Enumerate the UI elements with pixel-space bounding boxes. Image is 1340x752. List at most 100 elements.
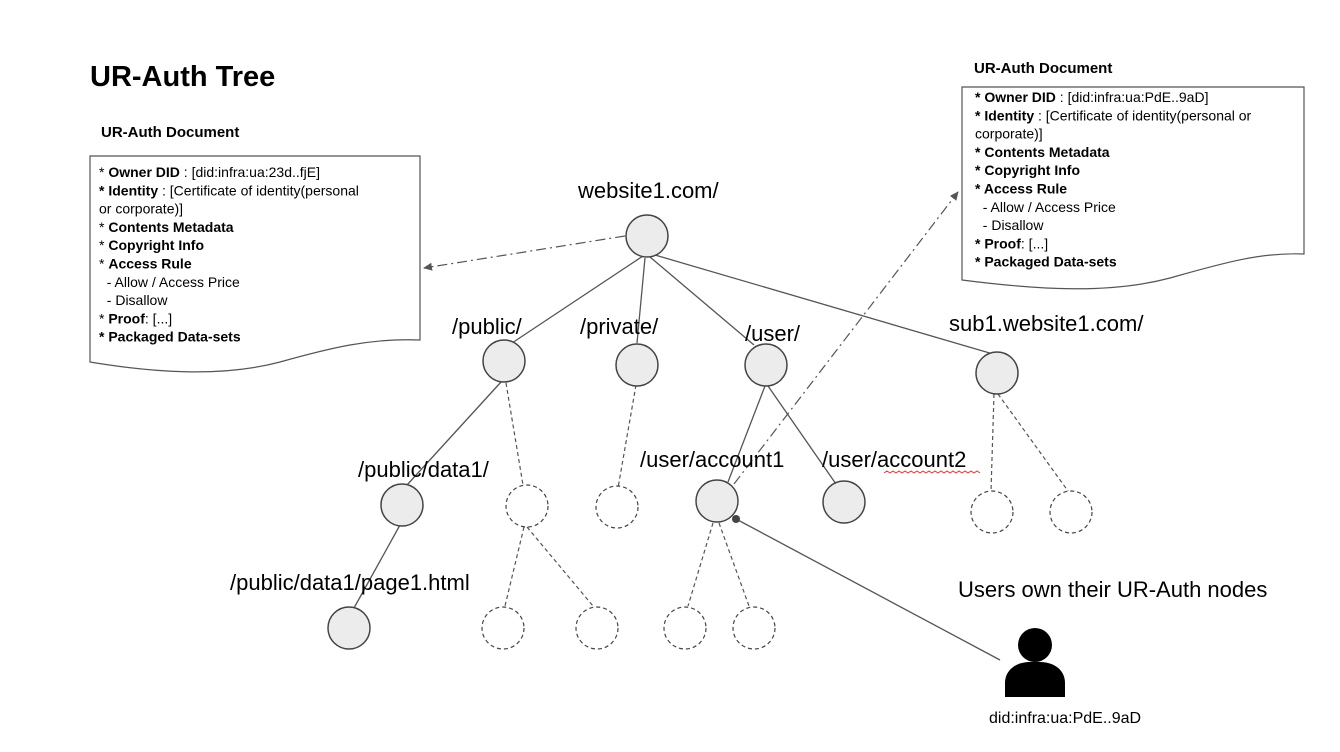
doc-text-segment: corporate)] — [975, 126, 1043, 142]
label-account1: /user/account1 — [640, 447, 784, 472]
doc-text-segment: Copyright Info — [984, 162, 1080, 178]
edge-dashed — [526, 526, 594, 607]
node-root — [625, 214, 669, 258]
node-sub1 — [975, 351, 1019, 395]
doc-text-segment: * — [975, 235, 984, 251]
label-page1: /public/data1/page1.html — [230, 570, 470, 595]
doc-text-segment: Access Rule — [984, 181, 1067, 197]
doc-text-segment: : [did:infra:ua:PdE..9aD] — [1056, 89, 1209, 105]
edge-public-data1 — [406, 381, 502, 486]
ur-auth-document-left: UR-Auth Document * Owner DID : [did:infr… — [89, 124, 421, 373]
caption-users-own: Users own their UR-Auth nodes — [958, 577, 1267, 602]
label-sub1: sub1.website1.com/ — [949, 311, 1144, 336]
edge-root-sub1 — [654, 254, 994, 355]
edge-dashed — [997, 393, 1069, 492]
node-page1 — [327, 606, 371, 650]
doc-text-segment: * — [99, 164, 108, 180]
link-account1-to-doc-right — [733, 191, 959, 485]
node-placeholder — [575, 606, 619, 650]
doc-text-segment: * — [99, 219, 108, 235]
node-labels: website1.com/ /public/ /private/ /user/ … — [230, 178, 1144, 595]
user-icon — [1005, 628, 1065, 697]
doc-right-body: * Owner DID : [did:infra:ua:PdE..9aD] * I… — [975, 89, 1252, 270]
doc-text-segment: Contents Metadata — [984, 144, 1109, 160]
edge-root-private — [636, 257, 646, 344]
label-user: /user/ — [745, 321, 801, 346]
node-account2 — [822, 480, 866, 524]
doc-text-segment: - Disallow — [975, 217, 1044, 233]
doc-text-segment: * — [975, 162, 984, 178]
label-account2: /user/account2 — [822, 447, 966, 472]
node-account1 — [695, 479, 739, 523]
label-public: /public/ — [452, 314, 523, 339]
spellcheck-underline — [883, 470, 981, 474]
doc-text-segment: : [Certificate of identity(personal — [158, 182, 359, 198]
user-did-label: did:infra:ua:PdE..9aD — [989, 710, 1141, 727]
doc-text-segment: Packaged Data-sets — [984, 254, 1117, 270]
node-placeholder — [732, 606, 776, 650]
placeholder-nodes — [481, 484, 1093, 650]
node-placeholder — [481, 606, 525, 650]
edge-data1-page1 — [353, 524, 401, 609]
node-user — [744, 343, 788, 387]
doc-text-segment: * — [975, 89, 984, 105]
tree-edges — [353, 254, 1001, 661]
doc-text-segment: Proof — [984, 235, 1021, 251]
doc-text-segment: - Allow / Access Price — [99, 274, 240, 290]
tree-nodes — [327, 214, 1019, 650]
doc-text-segment: * — [99, 310, 108, 326]
doc-text-segment: : [...] — [145, 310, 172, 326]
node-public — [482, 339, 526, 383]
doc-text-segment: * — [99, 237, 108, 253]
node-placeholder — [663, 606, 707, 650]
edge-user-account2 — [767, 385, 837, 485]
doc-text-segment: Copyright Info — [108, 237, 204, 253]
page-title: UR-Auth Tree — [90, 61, 275, 93]
node-placeholder — [505, 484, 549, 528]
ur-auth-document-right: UR-Auth Document * Owner DID : [did:infr… — [961, 60, 1305, 290]
doc-text-segment: Contents Metadata — [108, 219, 233, 235]
doc-right-title: UR-Auth Document — [974, 60, 1112, 77]
doc-text-segment: Access Rule — [108, 256, 191, 272]
doc-text-segment: * — [99, 256, 108, 272]
placeholder-edges — [504, 382, 1069, 607]
edge-dashed — [687, 522, 714, 607]
edge-dashed — [617, 384, 637, 489]
connector-dot — [732, 515, 740, 523]
label-root: website1.com/ — [577, 178, 720, 203]
doc-text-segment: Packaged Data-sets — [108, 329, 241, 345]
doc-left-title: UR-Auth Document — [101, 124, 239, 141]
doc-text-segment: * — [975, 144, 984, 160]
node-placeholder — [595, 485, 639, 529]
label-private: /private/ — [580, 314, 659, 339]
doc-text-segment: * — [975, 254, 984, 270]
node-placeholder — [1049, 490, 1093, 534]
document-links — [423, 191, 959, 485]
edge-root-public — [511, 255, 644, 344]
edge-user-account1 — [727, 385, 766, 483]
doc-left-body: * Owner DID : [did:infra:ua:23d..fjE]* I… — [99, 164, 359, 345]
doc-text-segment: Owner DID — [984, 89, 1056, 105]
doc-text-segment: * — [99, 182, 108, 198]
label-public-data1: /public/data1/ — [358, 457, 490, 482]
doc-text-segment: * — [99, 329, 108, 345]
doc-text-segment: Proof — [108, 310, 145, 326]
edge-root-user — [649, 256, 755, 346]
doc-text-segment: Identity — [108, 182, 158, 198]
doc-text-segment: or corporate)] — [99, 201, 183, 217]
doc-text-segment: : [...] — [1021, 235, 1048, 251]
doc-left-shape — [89, 155, 421, 373]
doc-text-segment: Owner DID — [108, 164, 180, 180]
node-public-data1 — [380, 483, 424, 527]
doc-text-segment: - Allow / Access Price — [975, 199, 1116, 215]
edge-dashed — [718, 522, 750, 607]
edge-dashed — [990, 393, 995, 492]
doc-text-segment: * — [975, 181, 984, 197]
edge-account1-user — [735, 518, 1001, 661]
node-placeholder — [970, 490, 1014, 534]
doc-right-shape — [961, 86, 1305, 290]
doc-text-segment: Identity — [984, 107, 1034, 123]
doc-text-segment: * — [975, 107, 984, 123]
node-private — [615, 343, 659, 387]
